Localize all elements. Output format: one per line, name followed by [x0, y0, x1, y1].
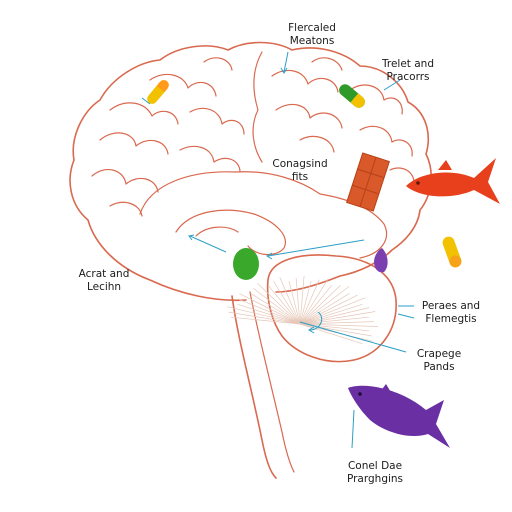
folia-line [299, 275, 305, 325]
folia-line [299, 303, 363, 325]
folia-line [299, 316, 370, 325]
folia-line [299, 321, 374, 325]
brain-stem-inner [249, 291, 295, 473]
folia-line [299, 285, 333, 325]
fish-icon [406, 158, 500, 204]
gyri-left [91, 57, 245, 217]
berry-icon [374, 248, 388, 273]
cerebellum-outline [266, 254, 397, 363]
folia-line [237, 303, 301, 325]
folia-line [230, 316, 301, 325]
capsule-icon [147, 80, 169, 104]
folia-line [273, 281, 301, 325]
cerebellum-folia [227, 275, 378, 345]
pointer-arrows [141, 51, 415, 449]
brain-stem [231, 295, 277, 479]
folia-line [299, 286, 350, 325]
folia-line [295, 278, 301, 325]
folia-line [257, 283, 301, 325]
folia-line [299, 285, 341, 325]
central-fissure [252, 51, 263, 163]
folia-line [299, 297, 366, 325]
folia-line [299, 323, 363, 345]
folia-line [239, 293, 301, 325]
capsule-icon [442, 236, 462, 268]
temporal-lobe [139, 171, 388, 259]
folia-line [299, 323, 372, 337]
folia-line [288, 281, 301, 325]
folia-line [253, 288, 301, 325]
folia-line [279, 277, 301, 325]
folia-line [250, 293, 301, 325]
folia-line [299, 323, 378, 327]
folia-line [228, 311, 301, 325]
folia-line [237, 298, 301, 325]
folia-line [299, 307, 370, 325]
folia-line [227, 306, 301, 325]
brain-outline [69, 41, 432, 302]
folia-line [299, 278, 329, 325]
folia-line [299, 279, 320, 325]
corpus-curve [175, 209, 286, 256]
folia-line [299, 293, 350, 325]
inner-curve [195, 226, 239, 237]
capsule-icon [339, 84, 365, 108]
folia-line [267, 285, 301, 325]
folia-line [299, 294, 358, 325]
folia-line [299, 311, 376, 325]
green-oval-icon [233, 248, 259, 280]
folia-line [299, 281, 312, 325]
fish-icon [348, 384, 450, 448]
chocolate-bar-icon [346, 152, 390, 212]
